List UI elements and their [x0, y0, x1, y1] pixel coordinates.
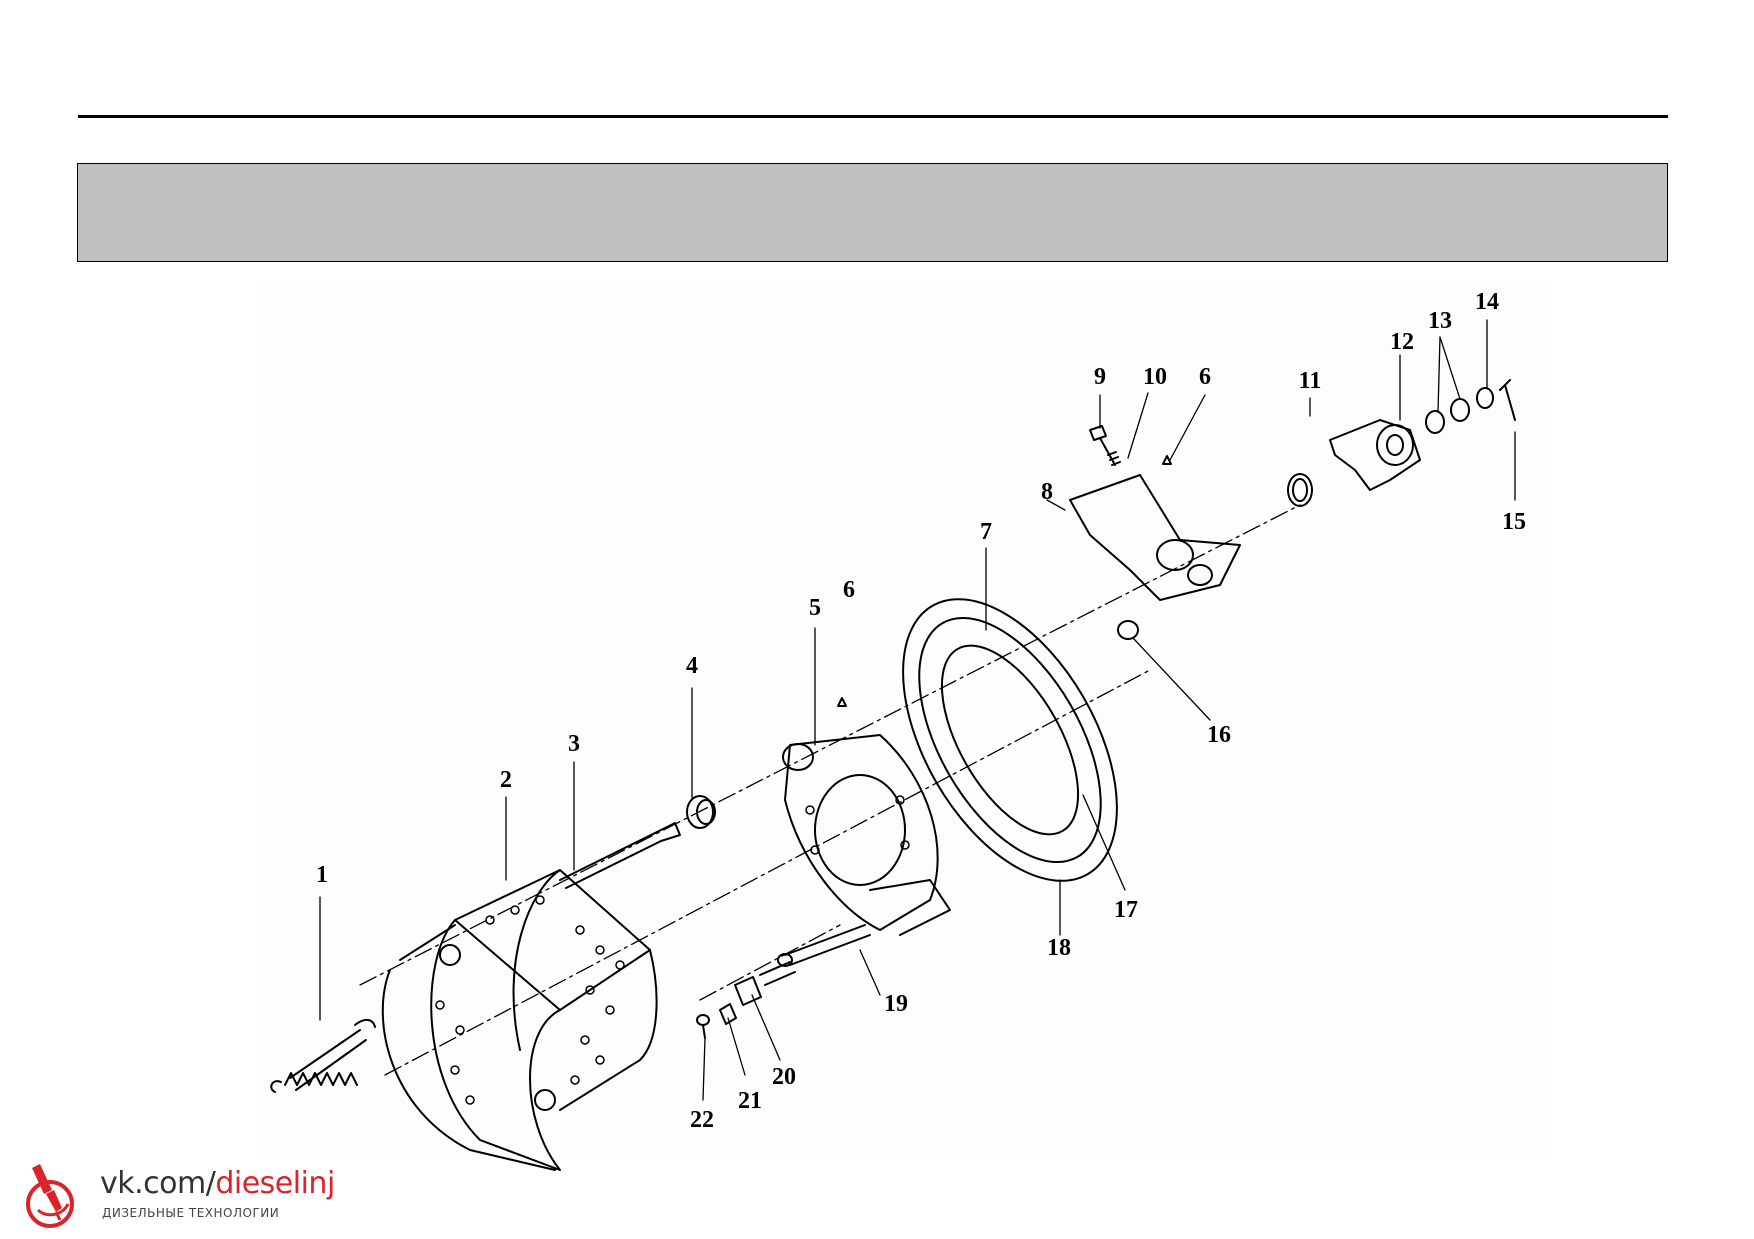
callout-20: 20	[772, 1064, 796, 1090]
watermark-url: vk.com/dieselinj	[100, 1166, 335, 1201]
return-spring-part	[270, 1019, 376, 1093]
retaining-ring-part	[1476, 387, 1494, 409]
fuel-injector-icon	[26, 1164, 74, 1228]
nut-part	[1117, 620, 1139, 640]
watermark-subtitle: ДИЗЕЛЬНЫЕ ТЕХНОЛОГИИ	[102, 1206, 280, 1220]
bushing-part	[686, 795, 716, 829]
callout-11: 11	[1298, 368, 1322, 394]
center-axis	[359, 504, 1301, 1076]
callout-2: 2	[500, 767, 512, 793]
watermark-url-prefix: vk.com/	[100, 1166, 216, 1201]
plate-washer-part	[719, 1003, 737, 1025]
callout-13: 13	[1428, 308, 1452, 334]
camshaft-bracket-part	[1069, 474, 1241, 601]
callout-21: 21	[738, 1088, 762, 1114]
top-rule	[78, 115, 1668, 118]
bolt-part	[1089, 425, 1116, 466]
callout-5: 5	[809, 595, 821, 621]
callout-22: 22	[690, 1107, 714, 1133]
dieselinj-watermark[interactable]: vk.com/dieselinj ДИЗЕЛЬНЫЕ ТЕХНОЛОГИИ	[18, 1160, 335, 1230]
figure-area	[262, 280, 1552, 1160]
callout-9: 9	[1094, 364, 1106, 390]
lock-plate-part	[734, 976, 762, 1006]
callout-8: 8	[1041, 479, 1053, 505]
leader-lines	[319, 319, 1516, 1101]
washer-part	[1107, 451, 1121, 466]
grease-fitting-part	[837, 455, 1172, 707]
callout-7: 7	[980, 519, 992, 545]
pin-bolt-part	[1499, 379, 1516, 421]
callout-6: 6	[843, 577, 855, 603]
callout-14: 14	[1475, 289, 1499, 315]
callout-12: 12	[1390, 329, 1414, 355]
spacer-ring-part	[1287, 473, 1313, 507]
callout-4: 4	[686, 653, 698, 679]
callout-10: 10	[1143, 364, 1167, 390]
watermark-url-accent: dieselinj	[215, 1166, 335, 1201]
washers-part	[1425, 398, 1470, 434]
dust-shield-part	[902, 598, 1118, 882]
callout-3: 3	[568, 731, 580, 757]
anchor-pin-part	[759, 924, 871, 986]
callout-6-upper: 6	[1199, 364, 1211, 390]
camshaft-part	[559, 822, 681, 889]
callout-16: 16	[1207, 722, 1231, 748]
callout-1: 1	[316, 862, 328, 888]
callout-17: 17	[1114, 897, 1138, 923]
callout-15: 15	[1502, 509, 1526, 535]
title-band	[77, 163, 1668, 262]
callout-19: 19	[884, 991, 908, 1017]
carrier-plate-part	[782, 734, 951, 936]
slack-adjuster-part	[1329, 419, 1421, 491]
small-bolt-part	[696, 1014, 710, 1039]
callout-18: 18	[1047, 935, 1071, 961]
brake-shoe-part	[381, 869, 658, 1171]
